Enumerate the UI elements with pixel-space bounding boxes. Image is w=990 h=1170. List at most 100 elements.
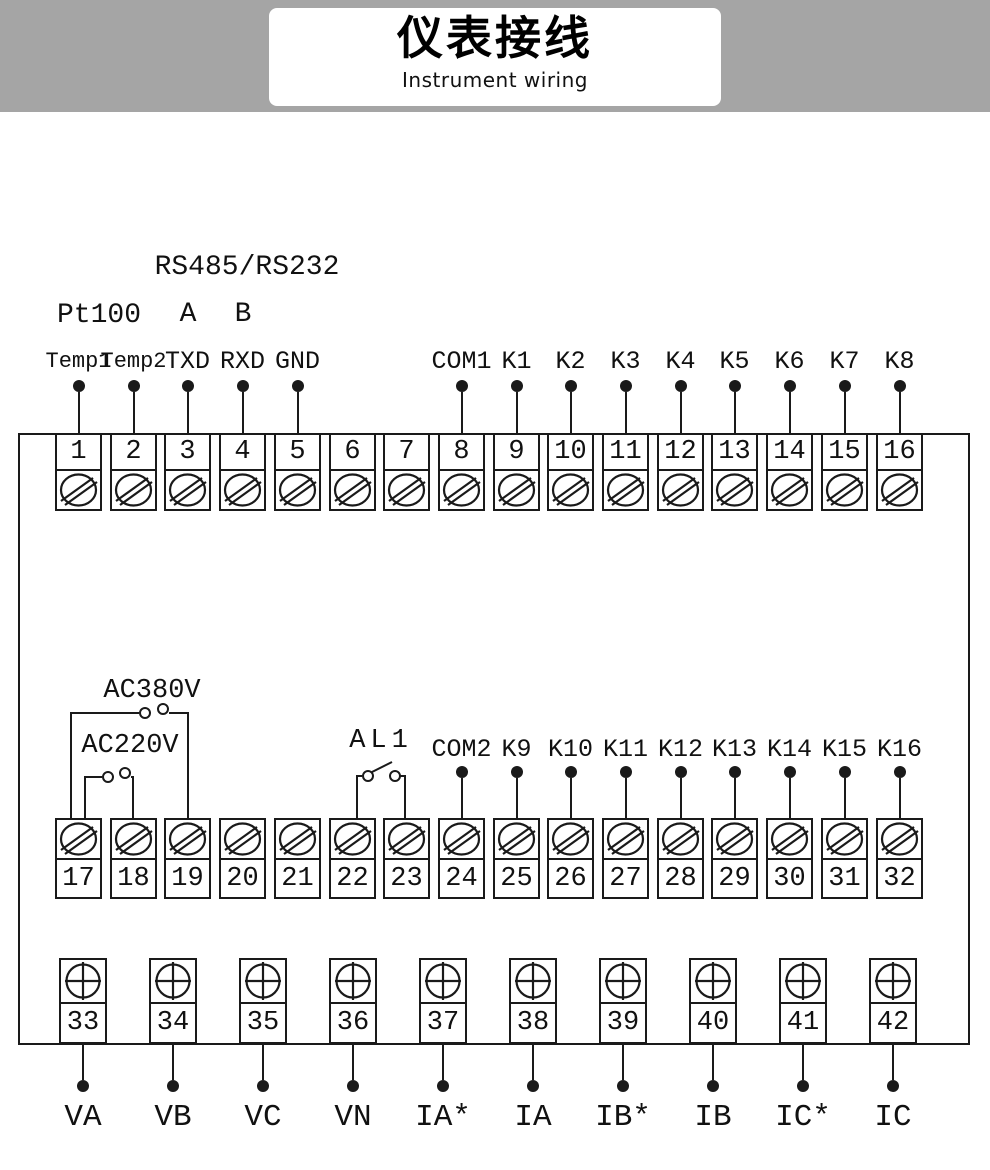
pt100-label: Pt100 [56, 300, 142, 331]
terminal-label: K5 [719, 347, 750, 376]
pin-wire [515, 392, 518, 433]
pin-dot [893, 766, 906, 778]
pin-dot [619, 380, 632, 392]
terminal-number: 7 [383, 433, 430, 471]
screw-terminal-icon [493, 818, 540, 860]
terminal-number: 4 [219, 433, 266, 471]
page-title: 仪表接线 [397, 11, 593, 65]
terminal-13: K5 13 [711, 345, 758, 511]
screw-terminal-icon [766, 818, 813, 860]
terminal-7: 7 [383, 345, 430, 511]
terminal-label: K6 [774, 347, 805, 376]
screw-terminal-icon [438, 469, 485, 511]
ac380v-label: AC380V [103, 676, 201, 706]
pin-dot [455, 766, 468, 778]
terminal-number: 16 [876, 433, 923, 471]
screw-terminal-icon [55, 469, 102, 511]
pin-dot [167, 1080, 179, 1092]
pin-dot [510, 766, 523, 778]
screw-terminal-icon [383, 818, 430, 860]
terminal-label: RXD [219, 347, 265, 376]
pin-dot [291, 380, 304, 392]
pin-wire [186, 392, 189, 433]
terminal-number: 34 [149, 1002, 197, 1044]
terminal-number: 31 [821, 858, 868, 899]
screw-terminal-icon [438, 818, 485, 860]
header-band: 仪表接线 Instrument wiring [0, 0, 990, 112]
screw-terminal-icon [329, 469, 376, 511]
screw-terminal-icon [821, 818, 868, 860]
screw-terminal-icon [602, 469, 649, 511]
pin-wire [515, 778, 518, 818]
pin-wire [460, 778, 463, 818]
rs485-a-label: A [179, 299, 197, 330]
pin-wire [569, 778, 572, 818]
terminal-number: 29 [711, 858, 758, 899]
pin-dot [527, 1080, 539, 1092]
pin-wire [898, 778, 901, 818]
pin-wire [132, 392, 135, 433]
terminal-label: GND [274, 347, 320, 376]
pin-wire [733, 392, 736, 433]
terminal-22: 22 [329, 736, 376, 899]
pin-dot [838, 766, 851, 778]
terminal-number: 6 [329, 433, 376, 471]
pin-wire [733, 778, 736, 818]
screw-terminal-icon [110, 818, 157, 860]
pin-wire [241, 392, 244, 433]
ct-terminal-icon [419, 958, 467, 1004]
pin-wire [622, 1044, 624, 1080]
pin-wire [624, 778, 627, 818]
terminal-label: K2 [555, 347, 586, 376]
terminal-label: K1 [501, 347, 532, 376]
pin-dot [887, 1080, 899, 1092]
pin-dot [838, 380, 851, 392]
pin-dot [783, 766, 796, 778]
pin-dot [674, 380, 687, 392]
terminal-label: VA [64, 1100, 102, 1135]
terminal-number: 13 [711, 433, 758, 471]
terminal-number: 23 [383, 858, 430, 899]
screw-terminal-icon [219, 818, 266, 860]
pin-wire [802, 1044, 804, 1080]
pin-wire [442, 1044, 444, 1080]
pin-wire [624, 392, 627, 433]
screw-terminal-icon [164, 818, 211, 860]
terminal-23: 23 [383, 736, 430, 899]
terminal-label: K9 [501, 735, 532, 764]
terminal-number: 10 [547, 433, 594, 471]
terminal-20: 20 [219, 736, 266, 899]
screw-terminal-icon [821, 469, 868, 511]
terminal-6: 6 [329, 345, 376, 511]
terminal-number: 42 [869, 1002, 917, 1044]
ct-terminal-icon [329, 958, 377, 1004]
pin-dot [564, 766, 577, 778]
terminal-label: K16 [876, 735, 922, 764]
pin-wire [679, 778, 682, 818]
terminal-label: IA* [415, 1100, 471, 1135]
screw-terminal-icon [547, 469, 594, 511]
ct-terminal-icon [779, 958, 827, 1004]
terminal-label: COM2 [431, 735, 492, 764]
screw-terminal-icon [110, 469, 157, 511]
pin-dot [893, 380, 906, 392]
screw-terminal-icon [711, 818, 758, 860]
pin-dot [617, 1080, 629, 1092]
ct-terminal-icon [599, 958, 647, 1004]
terminal-5: GND 5 [274, 345, 321, 511]
screw-terminal-icon [876, 818, 923, 860]
terminal-number: 5 [274, 433, 321, 471]
